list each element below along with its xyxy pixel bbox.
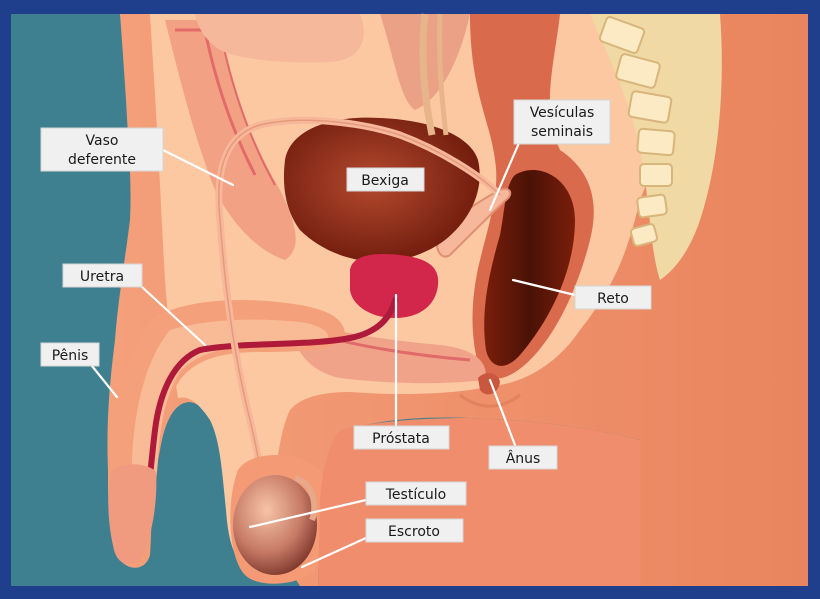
- label-vesiculas-seminais: Vesículas seminais: [514, 100, 610, 144]
- label-escroto: Escroto: [366, 519, 463, 542]
- label-penis: Pênis: [41, 343, 99, 366]
- label-uretra: Uretra: [63, 264, 142, 287]
- testicle: [233, 475, 317, 575]
- label-vaso-deferente-line2: deferente: [68, 152, 136, 168]
- label-bexiga: Bexiga: [347, 168, 424, 191]
- label-escroto-text: Escroto: [388, 524, 440, 540]
- label-testiculo: Testículo: [366, 482, 466, 505]
- label-vesiculas-line2: seminais: [531, 124, 593, 140]
- label-prostata: Próstata: [354, 426, 449, 449]
- label-uretra-text: Uretra: [80, 269, 124, 285]
- label-bexiga-text: Bexiga: [361, 173, 409, 189]
- label-penis-text: Pênis: [52, 348, 89, 364]
- label-reto: Reto: [575, 286, 651, 309]
- label-prostata-text: Próstata: [372, 431, 430, 447]
- label-testiculo-text: Testículo: [385, 487, 446, 503]
- label-vaso-deferente: Vaso deferente: [41, 128, 163, 171]
- label-reto-text: Reto: [597, 291, 629, 307]
- label-vaso-deferente-line1: Vaso: [86, 133, 119, 149]
- label-vesiculas-line1: Vesículas: [530, 105, 595, 121]
- label-anus-text: Ânus: [506, 449, 541, 467]
- label-anus: Ânus: [489, 446, 557, 469]
